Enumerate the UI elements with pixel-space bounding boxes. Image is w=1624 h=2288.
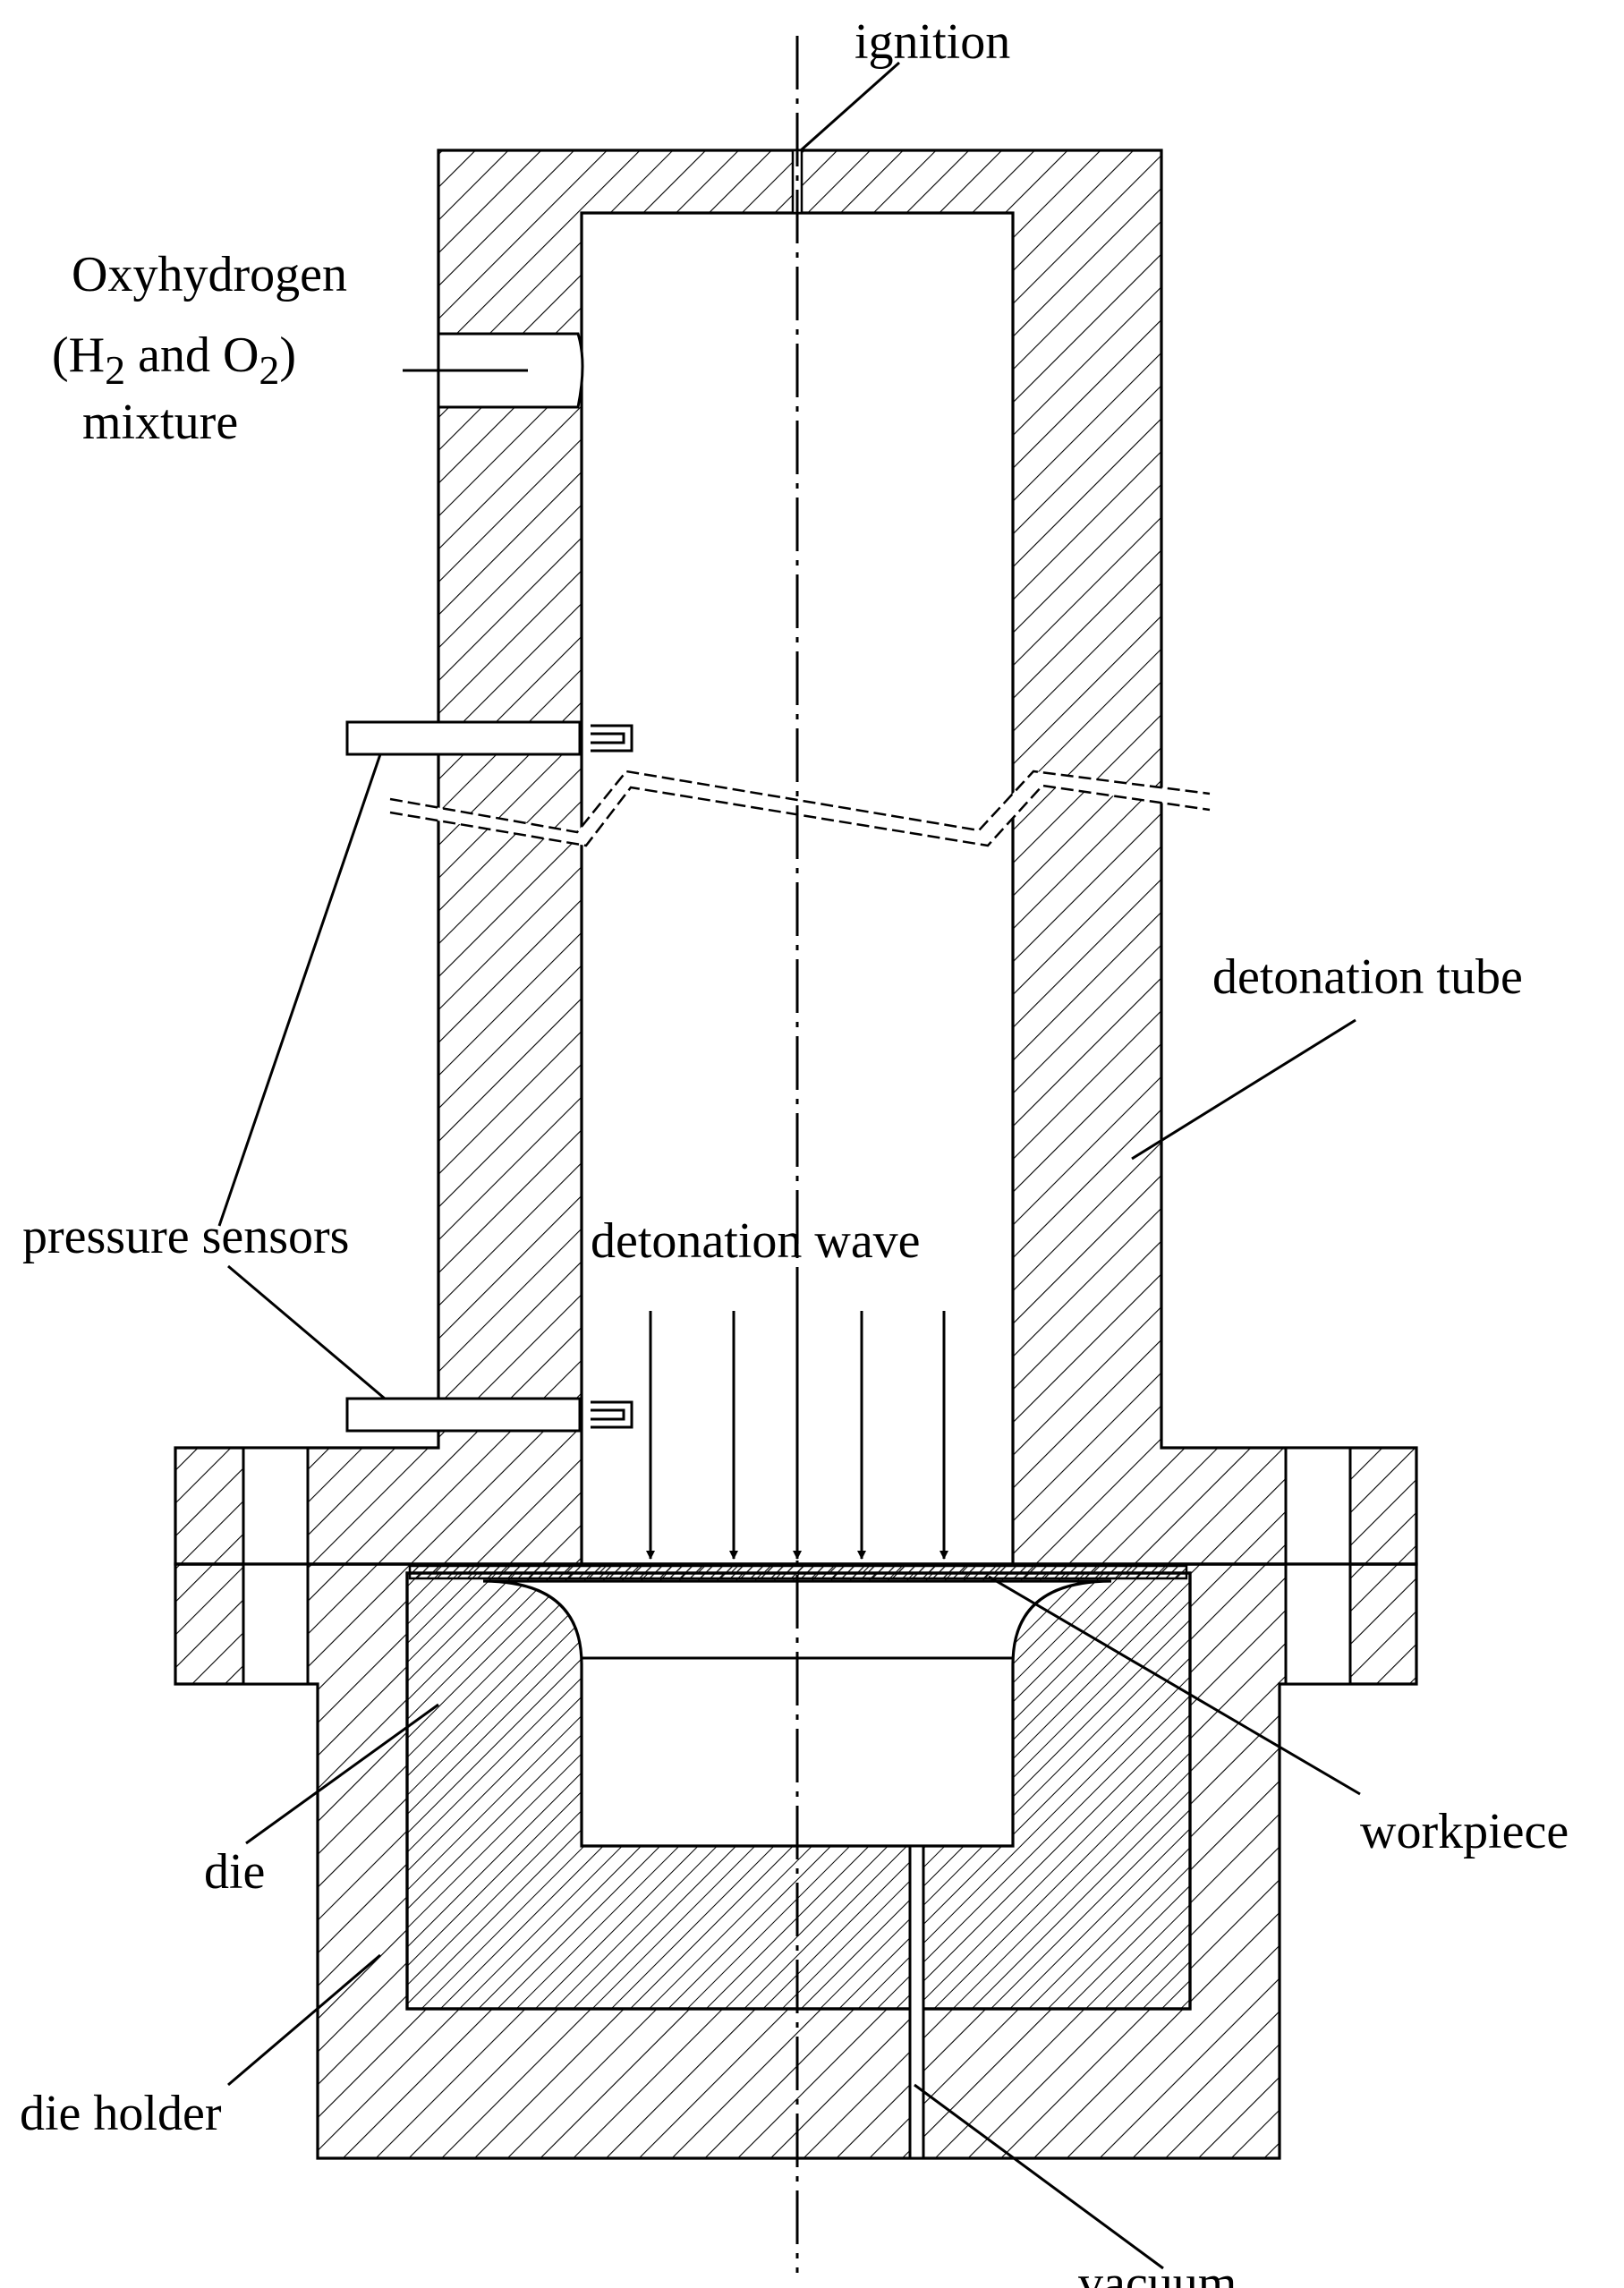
detonation-tube-label: detonation tube: [1212, 949, 1523, 1005]
pressure-sensor-upper: [345, 720, 633, 756]
leader-lines: [217, 61, 1361, 2270]
ignition-leader: [800, 61, 900, 152]
gas-inlet-label-line2: (H2 and O2): [52, 327, 296, 393]
workpiece-label: workpiece: [1360, 1804, 1569, 1859]
pressure-sensors-label: pressure sensors: [22, 1209, 349, 1264]
break-line: [389, 770, 1211, 847]
vacuum-leader: [914, 2083, 1164, 2270]
detonation-wave-arrows: [646, 1289, 948, 1560]
detonation-tube-leader: [1131, 1018, 1356, 1161]
sensor-leader-lower: [227, 1264, 386, 1400]
die-leader: [245, 1703, 439, 1845]
die-holder-label: die holder: [20, 2086, 222, 2141]
sensor-leader-upper: [217, 753, 382, 1227]
tube-flange-bolt-holes: [242, 1446, 1352, 1566]
gas-inlet-label-line3: mixture: [82, 395, 238, 450]
pressure-sensor-lower: [345, 1397, 633, 1433]
gas-inlet-label-line1: Oxyhydrogen: [72, 247, 347, 302]
die-holder-leader: [227, 1953, 381, 2087]
workpiece-leader: [988, 1575, 1361, 1796]
die-label: die: [204, 1844, 265, 1900]
vacuum-label: vacuum: [1078, 2256, 1237, 2288]
vacuum-channel: [908, 1844, 925, 2160]
detonation-wave-label: detonation wave: [591, 1213, 921, 1269]
ignition-label: ignition: [855, 14, 1010, 70]
